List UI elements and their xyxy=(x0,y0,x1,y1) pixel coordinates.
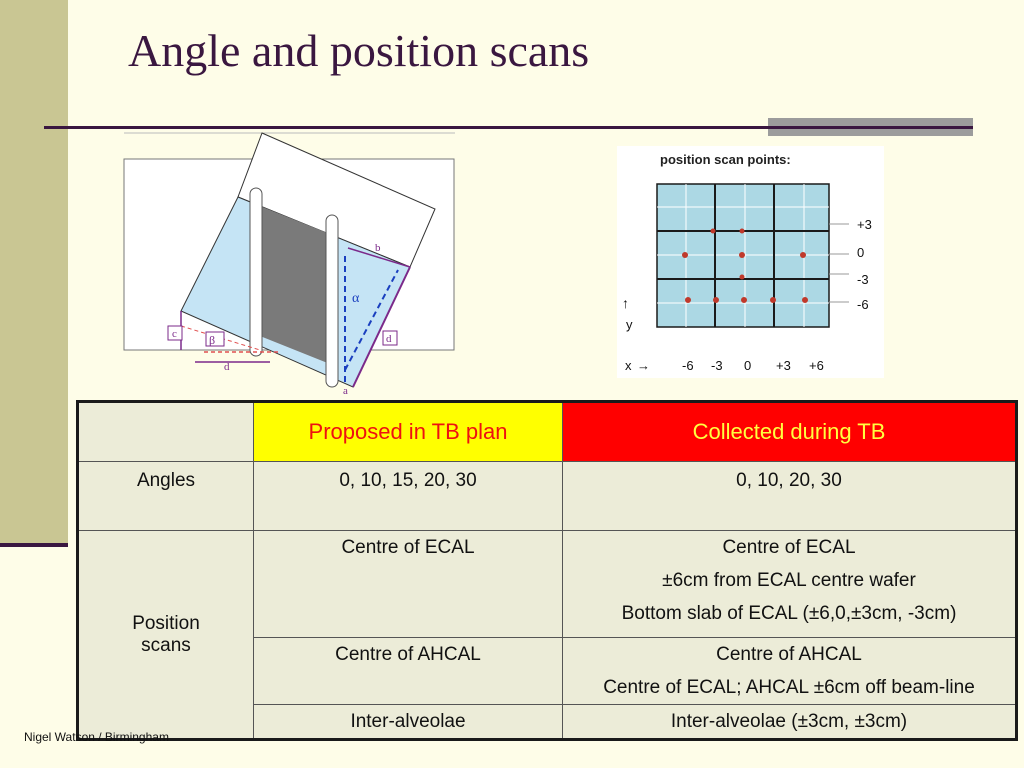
slide-title: Angle and position scans xyxy=(128,25,590,76)
y-axis-label: y xyxy=(626,317,633,332)
label-b: b xyxy=(375,242,381,254)
row-label-line: scans xyxy=(141,634,191,656)
table-header-row: Proposed in TB plan Collected during TB xyxy=(77,401,1017,462)
label-beta: β xyxy=(209,333,215,347)
ahcal-proposed-cell: Centre of AHCAL xyxy=(253,637,563,705)
cell-text: ±6cm from ECAL centre wafer xyxy=(662,570,916,591)
row-label-angles: Angles xyxy=(77,461,254,531)
beam-rod-left xyxy=(249,187,263,357)
table-row-position-alveolae: Inter-alveolae Inter-alveolae (±3cm, ±3c… xyxy=(78,704,1017,740)
cell-text: Inter-alveolae (±3cm, ±3cm) xyxy=(670,711,908,732)
x-tick-label: -6 xyxy=(682,358,694,373)
ecal-collected-cell: Centre of ECAL ±6cm from ECAL centre waf… xyxy=(562,530,1017,638)
title-divider-accent xyxy=(768,118,973,136)
label-d-bottom: d xyxy=(224,361,230,373)
row-label-line: Position xyxy=(132,612,200,634)
position-scan-svg: position scan points: +3 0 -3 -6 ↑ y x →… xyxy=(622,152,872,373)
beam-rod-right xyxy=(325,214,339,388)
x-tick-label: +6 xyxy=(809,358,824,373)
cell-text: Centre of AHCAL xyxy=(335,644,481,665)
cell-text: Centre of AHCAL xyxy=(716,644,862,665)
position-scan-diagram: position scan points: +3 0 -3 -6 ↑ y x →… xyxy=(617,146,884,378)
ecal-proposed-cell: Centre of ECAL xyxy=(253,530,563,638)
y-tick-label: -6 xyxy=(857,297,869,312)
y-tick-label: 0 xyxy=(857,245,864,260)
cell-text: Centre of ECAL xyxy=(722,537,856,558)
header-collected: Collected during TB xyxy=(562,401,1017,462)
ahcal-collected-cell: Centre of AHCAL Centre of ECAL; AHCAL ±6… xyxy=(562,637,1017,705)
y-arrow-icon: ↑ xyxy=(622,295,629,311)
angle-geometry-svg: c β d b α d a xyxy=(123,132,455,397)
scan-comparison-table: Proposed in TB plan Collected during TB … xyxy=(76,400,1018,741)
cell-text: Centre of ECAL; AHCAL ±6cm off beam-line xyxy=(603,677,975,698)
cell-text: Bottom slab of ECAL (±6,0,±3cm, -3cm) xyxy=(621,603,957,624)
x-arrow-icon: → xyxy=(637,358,650,373)
left-accent-band xyxy=(0,0,68,545)
alveolae-collected-cell: Inter-alveolae (±3cm, ±3cm) xyxy=(562,704,1017,740)
row-label-position-scans: Position scans xyxy=(77,530,254,740)
header-blank-cell xyxy=(77,401,254,462)
angle-geometry-diagram: c β d b α d a xyxy=(120,130,460,400)
header-proposed: Proposed in TB plan xyxy=(253,401,563,462)
x-tick-label: -3 xyxy=(711,358,723,373)
x-tick-label: +3 xyxy=(776,358,791,373)
slide-footer: Nigel Watson / Birmingham xyxy=(24,730,169,744)
title-divider xyxy=(44,126,774,129)
scan-diagram-title: position scan points: xyxy=(660,152,791,167)
angles-collected-cell: 0, 10, 20, 30 xyxy=(562,461,1017,531)
label-a: a xyxy=(343,385,348,397)
table-row-position-ecal: Position scans Centre of ECAL Centre of … xyxy=(77,530,1017,740)
y-tick-label: -3 xyxy=(857,272,869,287)
left-accent-rule xyxy=(0,543,68,547)
label-alpha: α xyxy=(352,291,360,306)
label-c: c xyxy=(172,328,177,340)
ecal-block xyxy=(260,206,335,366)
angles-proposed-cell: 0, 10, 15, 20, 30 xyxy=(253,461,563,531)
cell-text: Centre of ECAL xyxy=(341,537,475,558)
y-tick-label: +3 xyxy=(857,217,872,232)
table-row-angles: Angles 0, 10, 15, 20, 30 0, 10, 20, 30 xyxy=(77,461,1017,531)
label-d-right: d xyxy=(386,333,392,345)
x-axis-label: x xyxy=(625,358,632,373)
table-row-position-ahcal: Centre of AHCAL Centre of AHCAL Centre o… xyxy=(78,637,1017,705)
x-tick-label: 0 xyxy=(744,358,751,373)
cell-text: Inter-alveolae xyxy=(350,711,466,732)
alveolae-proposed-cell: Inter-alveolae xyxy=(253,704,563,740)
